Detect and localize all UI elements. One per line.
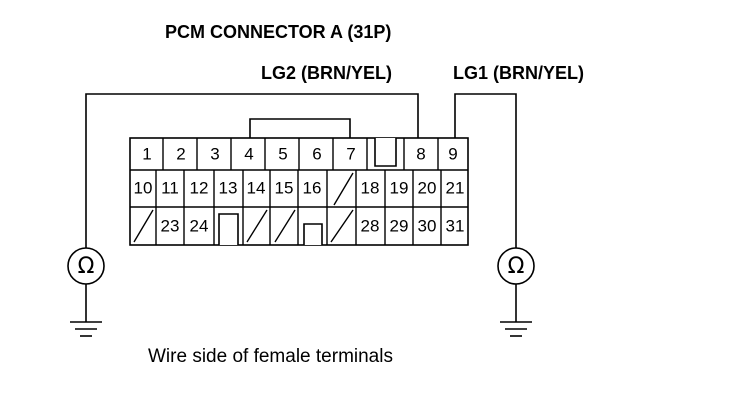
left-probe-wire [85,93,419,248]
pin-number: 9 [448,144,457,163]
pin-number: 1 [142,144,151,163]
pin-number: 5 [278,144,287,163]
empty-cavity-marks [133,172,354,243]
pin-number: 7 [346,144,355,163]
pin-number: 20 [418,178,437,197]
pin-number: 30 [418,216,437,235]
pin-number: 3 [210,144,219,163]
pin-number: 10 [134,178,153,197]
pin-number: 11 [161,178,179,197]
pin-number: 6 [312,144,321,163]
connector-key-slot [374,138,397,167]
ohm-symbol: Ω [78,254,95,279]
pin-number: 31 [446,216,465,235]
right-probe-wire [454,93,517,248]
pin-number: 8 [416,144,425,163]
view-caption: Wire side of female terminals [148,346,393,367]
pin-number: 16 [303,178,322,197]
row1-pins: 1 2 3 4 5 6 7 8 9 [142,144,457,163]
right-ohmmeter: Ω [497,247,535,322]
pin-number: 12 [190,178,209,197]
row1-grid [130,138,468,171]
lg1-wire-label: LG1 (BRN/YEL) [453,63,584,83]
connector-title: PCM CONNECTOR A (31P) [165,22,391,42]
pin-number: 18 [361,178,380,197]
pin-number: 13 [219,178,238,197]
pin-number: 28 [361,216,380,235]
ohm-symbol: Ω [508,254,525,279]
connector-lock-tab [249,118,351,138]
pin-number: 14 [247,178,266,197]
pin-number: 29 [390,216,409,235]
left-ohmmeter: Ω [67,247,105,322]
right-ground-icon [500,321,532,337]
row2-pins: 10 11 12 13 14 15 16 18 19 20 21 [134,178,465,197]
row3-pins: 23 24 28 29 30 31 [161,216,465,235]
bottom-key-notch-right [303,223,323,245]
row2-grid [130,170,468,245]
pin-number: 4 [244,144,253,163]
pin-number: 19 [390,178,409,197]
pin-number: 2 [176,144,185,163]
pin-number: 23 [161,216,180,235]
pin-number: 15 [275,178,294,197]
left-ground-icon [70,321,102,337]
lg2-wire-label: LG2 (BRN/YEL) [261,63,392,83]
bottom-key-notch-left [218,213,239,245]
pin-number: 21 [446,178,465,197]
pin-number: 24 [190,216,209,235]
